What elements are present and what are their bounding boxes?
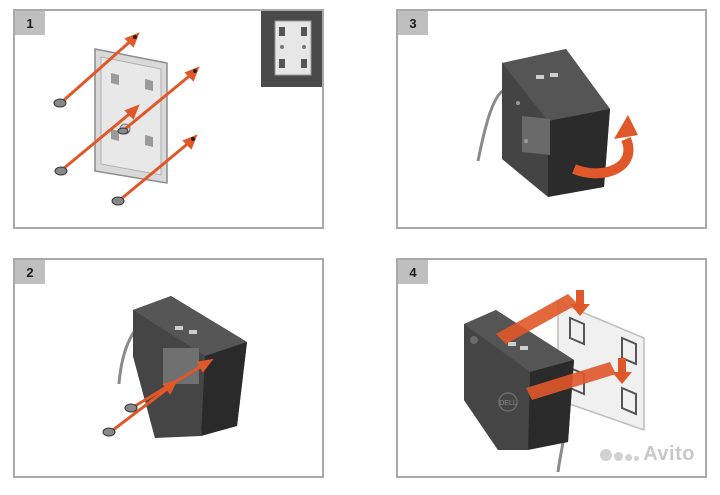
arrow-icon: [496, 294, 578, 344]
screw-icon: [102, 403, 138, 437]
step-panel-4: 4 DELL: [396, 258, 707, 478]
step-1-illustration: [53, 32, 200, 206]
bracket-inset: [261, 11, 322, 87]
arrow-icon: [62, 32, 200, 201]
step-number-badge: 3: [398, 11, 428, 35]
step-4-illustration: DELL: [464, 290, 645, 473]
step-panel-2: 2: [13, 258, 324, 478]
dock-device-icon: [133, 296, 247, 438]
arrow-icon: [526, 362, 616, 400]
step-number-badge: 4: [398, 260, 428, 284]
arrow-icon: [570, 290, 632, 384]
screw-icon: [53, 98, 129, 206]
vesa-bracket-icon: [274, 20, 312, 76]
step-2-illustration: [102, 296, 247, 438]
step-number-badge: 2: [15, 260, 45, 284]
device-logo: DELL: [499, 400, 517, 407]
cable: [476, 87, 507, 162]
arrow-icon: [112, 358, 214, 432]
step-3-illustration: [476, 49, 638, 197]
step-panel-1: 1: [13, 9, 324, 229]
watermark: Avito: [600, 443, 695, 466]
step-panel-3: 3: [396, 9, 707, 229]
watermark-text: Avito: [643, 443, 695, 465]
step-number-badge: 1: [15, 11, 45, 35]
dock-device-icon: DELL: [464, 310, 574, 450]
rotate-arrow-icon: [572, 137, 634, 179]
avito-logo-icon: [600, 448, 640, 461]
